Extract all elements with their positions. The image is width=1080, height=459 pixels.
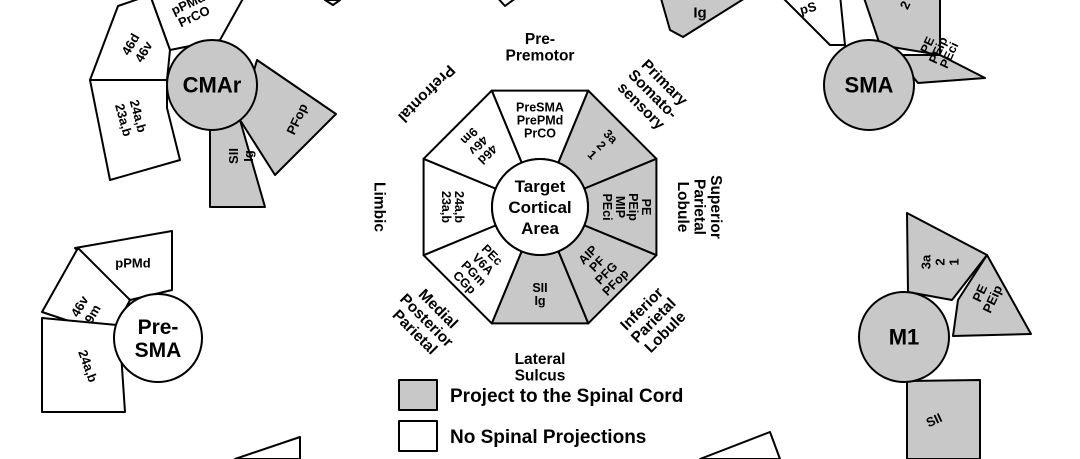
bottom-left-fragment <box>234 436 301 459</box>
segment-label-premotor-areas-line: PrePMd <box>517 113 564 127</box>
region-label-superior-parietal: SuperiorParietalLobule <box>674 175 724 239</box>
sma-label: SMA <box>845 73 894 98</box>
sma-label-line: SMA <box>845 73 894 98</box>
pre-sma-circle <box>113 293 203 383</box>
m1-wedge-2 <box>906 379 981 459</box>
m1-wedge-label-0-line: 1 <box>947 258 962 265</box>
region-label-superior-parietal-line: Parietal <box>691 179 708 235</box>
segment-label-premotor-areas-line: PrCO <box>524 126 556 140</box>
segment-label-superior-parietal-areas-line: PE <box>639 199 653 216</box>
top-mid-label: Ig <box>693 4 706 21</box>
legend-label-shaded: Project to the Spinal Cord <box>450 386 683 407</box>
sma-wedge-label-0-line: pS <box>798 0 818 17</box>
sma-wedge-label-2-line: PE <box>918 35 938 56</box>
cmar-circle <box>166 39 258 131</box>
segment-label-limbic-areas-line: 23a,b <box>439 191 453 223</box>
segment-label-superior-parietal-areas-line: PEip <box>626 193 640 221</box>
sma-wedge-0 <box>783 0 846 46</box>
segment-label-limbic-areas-line: 24a,b <box>452 191 466 223</box>
cmar-wedge-label-0: pPMdPrCO <box>169 0 213 31</box>
cmar-label: CMAr <box>183 73 242 98</box>
top-mid-small-fragment <box>498 0 515 7</box>
center-label-line: Target <box>515 177 566 196</box>
cmar-wedge-2 <box>89 79 181 181</box>
m1-label-line: M1 <box>889 325 920 350</box>
cmar-label-line: CMAr <box>183 73 242 98</box>
top-mid-label-line: Ig <box>693 4 706 21</box>
center-label-line: Cortical <box>508 198 571 217</box>
cmar-wedge-label-3-line: SII <box>226 148 241 164</box>
region-label-limbic-line: Limbic <box>371 182 388 232</box>
m1-circle <box>858 291 950 383</box>
top-left-small-fragment <box>324 0 341 6</box>
segment-label-superior-parietal-areas: PEPEipMIPPEci <box>600 193 653 221</box>
region-label-lateral-sulcus-line: Sulcus <box>515 368 566 385</box>
region-label-premotor-line: Pre- <box>525 31 555 48</box>
segment-label-premotor-areas-line: PreSMA <box>516 100 564 114</box>
segment-label-superior-parietal-areas-line: MIP <box>613 196 627 218</box>
legend-swatch-unshaded <box>398 420 438 452</box>
m1-wedge-label-2: SII <box>924 410 945 430</box>
cmar-wedge-label-3: SIIIg <box>226 148 256 164</box>
m1-wedge-0 <box>906 212 988 301</box>
segment-label-prefrontal-areas: 46d46v9m <box>456 123 500 167</box>
pre-sma-wedge-label-0-line: pPMd <box>115 256 150 271</box>
center-label-line: Area <box>521 219 559 238</box>
cmar-wedge-1 <box>89 0 171 81</box>
region-label-limbic: Limbic <box>371 182 388 232</box>
region-label-premotor-line: Premotor <box>506 48 575 65</box>
top-mid-wedge <box>660 0 744 38</box>
segment-label-lateral-sulcus-areas-line: Ig <box>534 294 545 308</box>
pre-sma-label-line: SMA <box>135 339 182 362</box>
region-label-superior-parietal-line: Lobule <box>674 182 691 233</box>
region-label-lateral-sulcus-line: Lateral <box>515 351 566 368</box>
m1-wedge-1 <box>952 254 1032 337</box>
region-label-premotor: Pre-Premotor <box>506 31 575 64</box>
legend-swatch-shaded <box>398 379 438 411</box>
edge-fragments <box>234 431 781 459</box>
region-label-superior-parietal-line: Superior <box>707 175 724 239</box>
segment-label-superior-parietal-areas-line: PEci <box>600 193 614 220</box>
m1-wedge-label-2-line: SII <box>924 410 945 430</box>
legend: Project to the Spinal Cord No Spinal Pro… <box>398 379 683 452</box>
sma-wedge-label-1-line: 2 <box>897 0 914 11</box>
sma-circle <box>823 39 915 131</box>
top-mid-fragment-diagram: Ig <box>324 0 744 38</box>
m1-wedge-label-0-line: 2 <box>933 258 948 265</box>
m1-wedge-label-0-line: 3a <box>919 254 934 269</box>
pre-sma-label-line: Pre- <box>138 316 179 339</box>
pre-sma-wedge-label-0: pPMd <box>115 256 150 271</box>
sma-wedge-label-0: pS <box>798 0 818 17</box>
m1-wedge-label-0: 3a21 <box>919 254 962 269</box>
pre-sma-label: Pre-SMA <box>135 316 182 362</box>
segment-label-limbic-areas: 24a,b23a,b <box>439 191 466 223</box>
cmar-wedge-label-3-line: Ig <box>241 150 256 162</box>
m1-wedge-label-1-line: PE <box>969 282 990 304</box>
segment-label-lateral-sulcus-areas-line: SII <box>532 281 547 295</box>
legend-label-unshaded: No Spinal Projections <box>450 427 646 448</box>
sma-wedge-label-1: 2 <box>897 0 914 11</box>
bottom-mid-fragment <box>699 431 781 459</box>
center-circle <box>491 158 589 256</box>
m1-label: M1 <box>889 325 920 350</box>
